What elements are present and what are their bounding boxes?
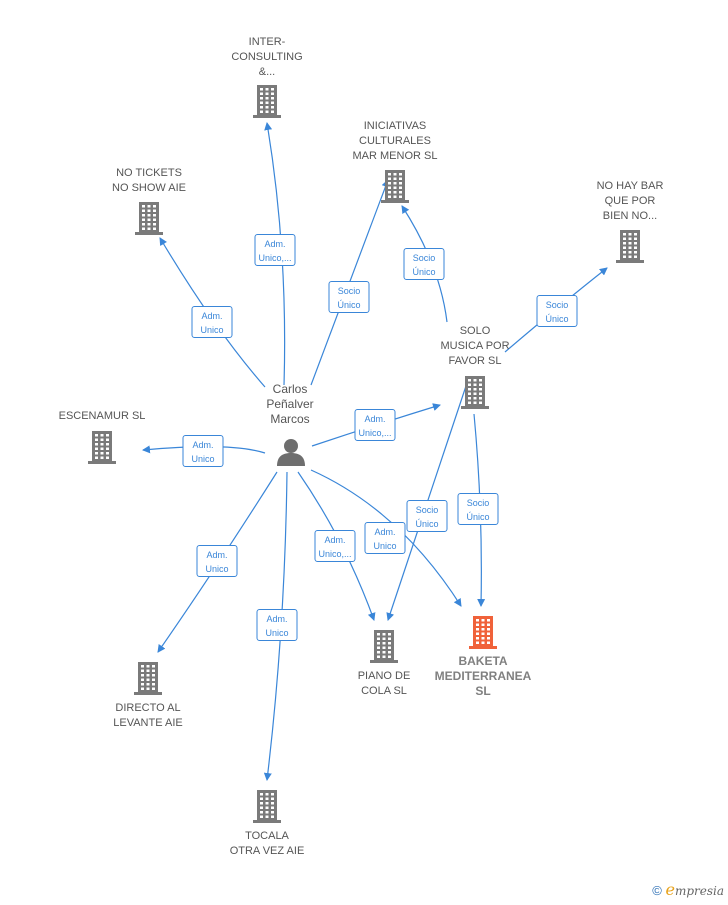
edge-label-line: Único xyxy=(466,512,490,522)
edge-label-line: Unico xyxy=(200,325,224,335)
edge-label-line: Unico xyxy=(205,564,229,574)
company-label-line: MAR MENOR SL xyxy=(352,150,438,162)
company-label-line: FAVOR SL xyxy=(448,355,502,367)
edge-label-line: Unico xyxy=(191,454,215,464)
company-label-iniciativas[interactable]: INICIATIVAS CULTURALES MAR MENOR SL xyxy=(353,119,438,164)
edge-label-line: Adm. xyxy=(206,550,228,560)
company-label-line: NO SHOW AIE xyxy=(112,182,186,194)
company-label-directo[interactable]: DIRECTO AL LEVANTE AIE xyxy=(113,701,183,731)
building-icon-iniciativas[interactable] xyxy=(380,169,410,203)
edge-label-line: Unico,... xyxy=(318,549,352,559)
company-label-line: ESCENAMUR SL xyxy=(58,410,146,422)
company-label-line: CONSULTING xyxy=(231,51,303,63)
company-label-line: QUE POR xyxy=(604,195,656,207)
building-icon-tocala[interactable] xyxy=(252,789,282,823)
edge-label-line: Unico,... xyxy=(258,253,292,263)
edge-label-line: Adm. xyxy=(266,614,288,624)
brand-rest: mpresia xyxy=(674,884,724,898)
edge-label-line: Socio xyxy=(337,286,361,296)
company-label-line: NO HAY BAR xyxy=(596,180,664,192)
company-label-line: &... xyxy=(258,66,276,78)
company-label-inter[interactable]: INTER- CONSULTING &... xyxy=(231,35,302,80)
edge-label-line: Único xyxy=(415,519,439,529)
edge-label-line: Único xyxy=(545,314,569,324)
company-label-piano[interactable]: PIANO DE COLA SL xyxy=(358,669,411,699)
person-name-line: Marcos xyxy=(270,412,310,426)
company-label-line: SOLO xyxy=(459,325,491,337)
company-label-line: OTRA VEZ AIE xyxy=(229,845,305,857)
edge-label-line: Unico xyxy=(373,541,397,551)
edge-label-line: Único xyxy=(412,267,436,277)
edge-label-person-to-tocala[interactable]: Adm. Unico xyxy=(256,609,298,641)
building-icon-escenamur[interactable] xyxy=(87,430,117,464)
company-label-line: NO TICKETS xyxy=(116,167,182,179)
company-label-line: PIANO DE xyxy=(357,670,411,682)
company-label-line: DIRECTO AL xyxy=(115,702,181,714)
company-label-line: MUSICA POR xyxy=(440,340,510,352)
building-icon-directo[interactable] xyxy=(133,661,163,695)
edge-label-person-to-solo[interactable]: Adm. Unico,... xyxy=(354,409,396,441)
edge-label-line: Socio xyxy=(545,300,569,310)
company-label-line: TOCALA xyxy=(245,830,289,842)
company-label-line: COLA SL xyxy=(361,685,407,697)
building-icon-baketa[interactable] xyxy=(468,615,498,649)
company-label-line: CULTURALES xyxy=(359,135,431,147)
edge-label-person-to-piano[interactable]: Adm. Unico,... xyxy=(314,530,356,562)
company-label-nohaybar[interactable]: NO HAY BAR QUE POR BIEN NO... xyxy=(597,179,664,224)
person-name-line: Peñalver xyxy=(266,397,314,411)
edge-label-person-to-inter[interactable]: Adm. Unico,... xyxy=(254,234,296,266)
building-icon-piano[interactable] xyxy=(369,629,399,663)
edge-label-line: Socio xyxy=(412,253,436,263)
edge-label-line: Adm. xyxy=(201,311,223,321)
company-label-line: MEDITERRANEA xyxy=(434,669,532,683)
edge-label-person-to-baketa[interactable]: Adm. Unico xyxy=(364,522,406,554)
company-label-line: BAKETA xyxy=(458,654,508,668)
person-name-line: Carlos xyxy=(272,382,308,396)
edge-label-line: Adm. xyxy=(364,414,386,424)
edge-label-line: Adm. xyxy=(264,239,286,249)
edge-label-person-to-notickets[interactable]: Adm. Unico xyxy=(191,306,233,338)
edge-label-line: Único xyxy=(337,300,361,310)
building-icon-notickets[interactable] xyxy=(134,201,164,235)
edge-label-person-to-directo[interactable]: Adm. Unico xyxy=(196,545,238,577)
edge-label-line: Socio xyxy=(466,498,490,508)
building-icon-solo[interactable] xyxy=(460,375,490,409)
edge-label-line: Socio xyxy=(415,505,439,515)
company-label-line: LEVANTE AIE xyxy=(113,717,183,729)
company-label-line: SL xyxy=(475,684,491,698)
company-label-solo[interactable]: SOLO MUSICA POR FAVOR SL xyxy=(440,324,509,369)
company-label-line: INICIATIVAS xyxy=(363,120,427,132)
edge-label-line: Adm. xyxy=(192,440,214,450)
company-label-tocala[interactable]: TOCALA OTRA VEZ AIE xyxy=(230,829,305,859)
company-label-notickets[interactable]: NO TICKETS NO SHOW AIE xyxy=(112,166,186,196)
building-icon-nohaybar[interactable] xyxy=(615,229,645,263)
company-label-escenamur[interactable]: ESCENAMUR SL xyxy=(59,409,146,424)
empresia-logo: © empresia xyxy=(652,880,724,899)
building-icon-inter[interactable] xyxy=(252,84,282,118)
brand-initial: e xyxy=(665,880,675,899)
person-name[interactable]: Carlos Peñalver Marcos xyxy=(266,382,313,427)
edge-label-line: Unico xyxy=(265,628,289,638)
company-label-line: INTER- xyxy=(248,36,286,48)
person-icon[interactable] xyxy=(276,437,306,466)
edge-label-person-to-escenamur[interactable]: Adm. Unico xyxy=(182,435,224,467)
edge-label-line: Adm. xyxy=(374,527,396,537)
copyright-symbol: © xyxy=(652,883,662,898)
company-label-line: BIEN NO... xyxy=(602,210,658,222)
edge-label-line: Unico,... xyxy=(358,428,392,438)
edge-label-line: Adm. xyxy=(324,535,346,545)
